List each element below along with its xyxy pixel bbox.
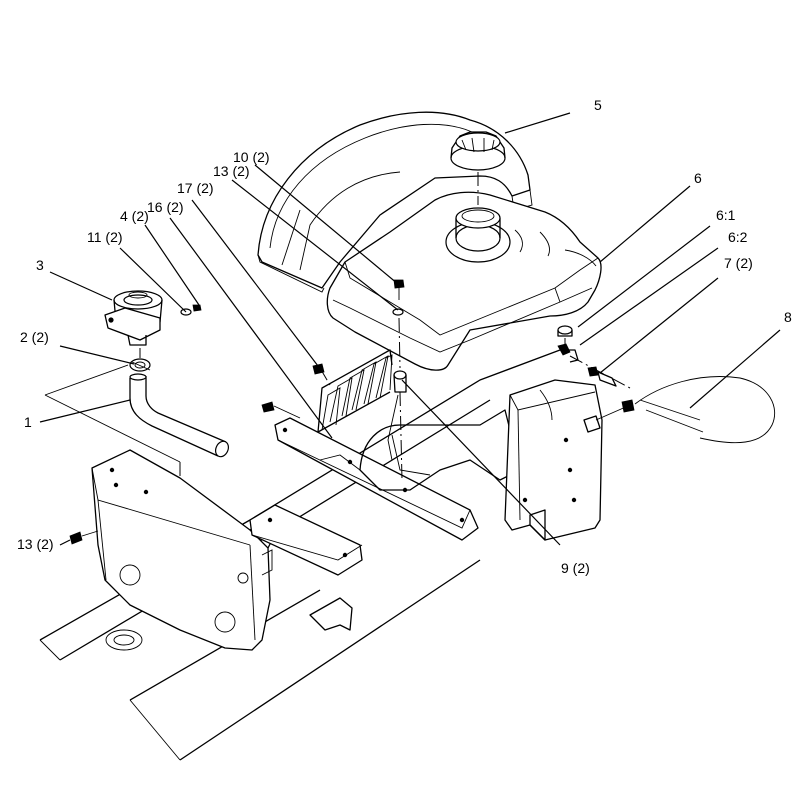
right-side-panel [504,379,603,541]
callout-9: 9 (2) [561,560,590,576]
heat-shield [261,349,393,433]
callout-16: 16 (2) [147,199,184,215]
small-hardware [69,304,202,545]
callout-11: 13 (2) [17,536,54,552]
fuel-cap [450,131,506,205]
reservoir [104,290,163,346]
callout-2: 2 (2) [20,329,49,345]
callout-6-1: 6:1 [716,207,736,223]
callout-6-2: 6:2 [728,229,748,245]
front-mounting-plate [91,449,273,651]
callout-17: 17 (2) [177,180,214,196]
callout-10: 10 (2) [233,149,270,165]
callout-7: 7 (2) [724,255,753,271]
callout-1: 1 [24,414,32,430]
tank-support-bracket [249,409,521,576]
fuel-line [583,376,776,444]
callout-4: 4 (2) [120,208,149,224]
callout-5: 5 [594,97,602,113]
leader-lines [39,112,781,546]
rear-fender [257,111,533,293]
fuel-valve [557,325,631,389]
callout-3: 3 [36,257,44,273]
hose-clamp [129,348,151,372]
callout-labels: 5 6 6:1 6:2 7 (2) 8 9 (2) 10 (2) 13 (2) … [17,97,792,576]
callout-13-upper: 13 (2) [213,163,250,179]
fuel-hose [129,373,230,458]
callout-8: 8 [784,309,792,325]
callout-6: 6 [694,170,702,186]
fuel-tank [326,191,602,371]
reference-plane [44,364,181,478]
callout-13-lower: 11 (2) [87,229,123,245]
